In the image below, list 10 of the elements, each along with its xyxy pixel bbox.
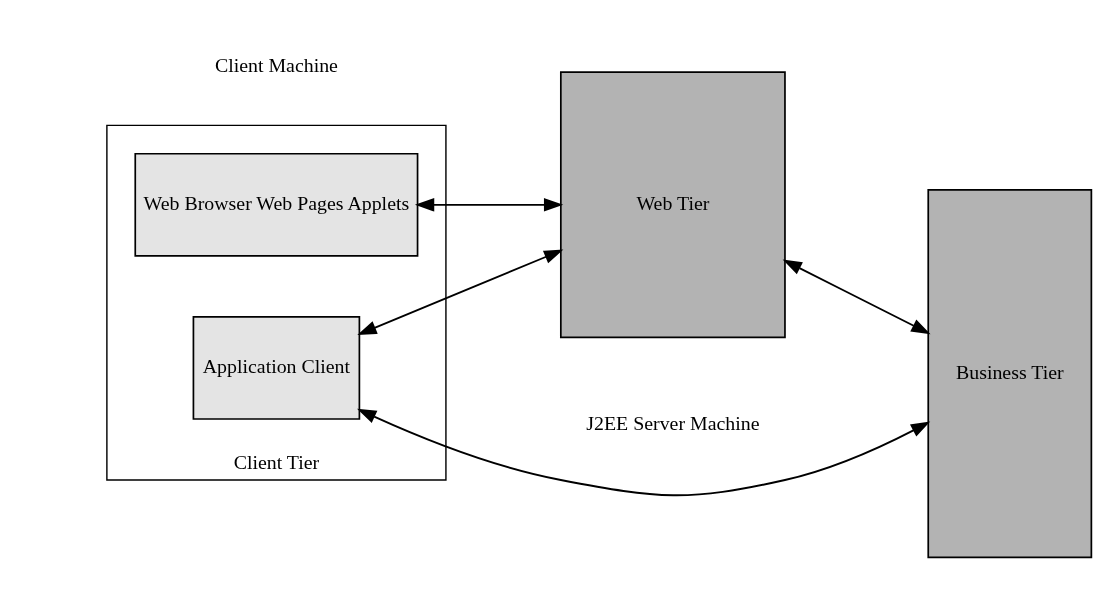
node-box: Business Tier <box>927 189 1093 559</box>
label: J2EE Server Machine <box>586 411 760 434</box>
arrow <box>357 249 564 335</box>
label: Client Machine <box>214 54 338 77</box>
arrow <box>414 198 564 212</box>
arrow <box>357 408 931 497</box>
node-box: Web Browser Web Pages Applets <box>134 152 419 257</box>
node-box: Application Client <box>192 316 361 420</box>
arrow <box>782 259 931 335</box>
node-box: Web Tier <box>560 71 786 339</box>
